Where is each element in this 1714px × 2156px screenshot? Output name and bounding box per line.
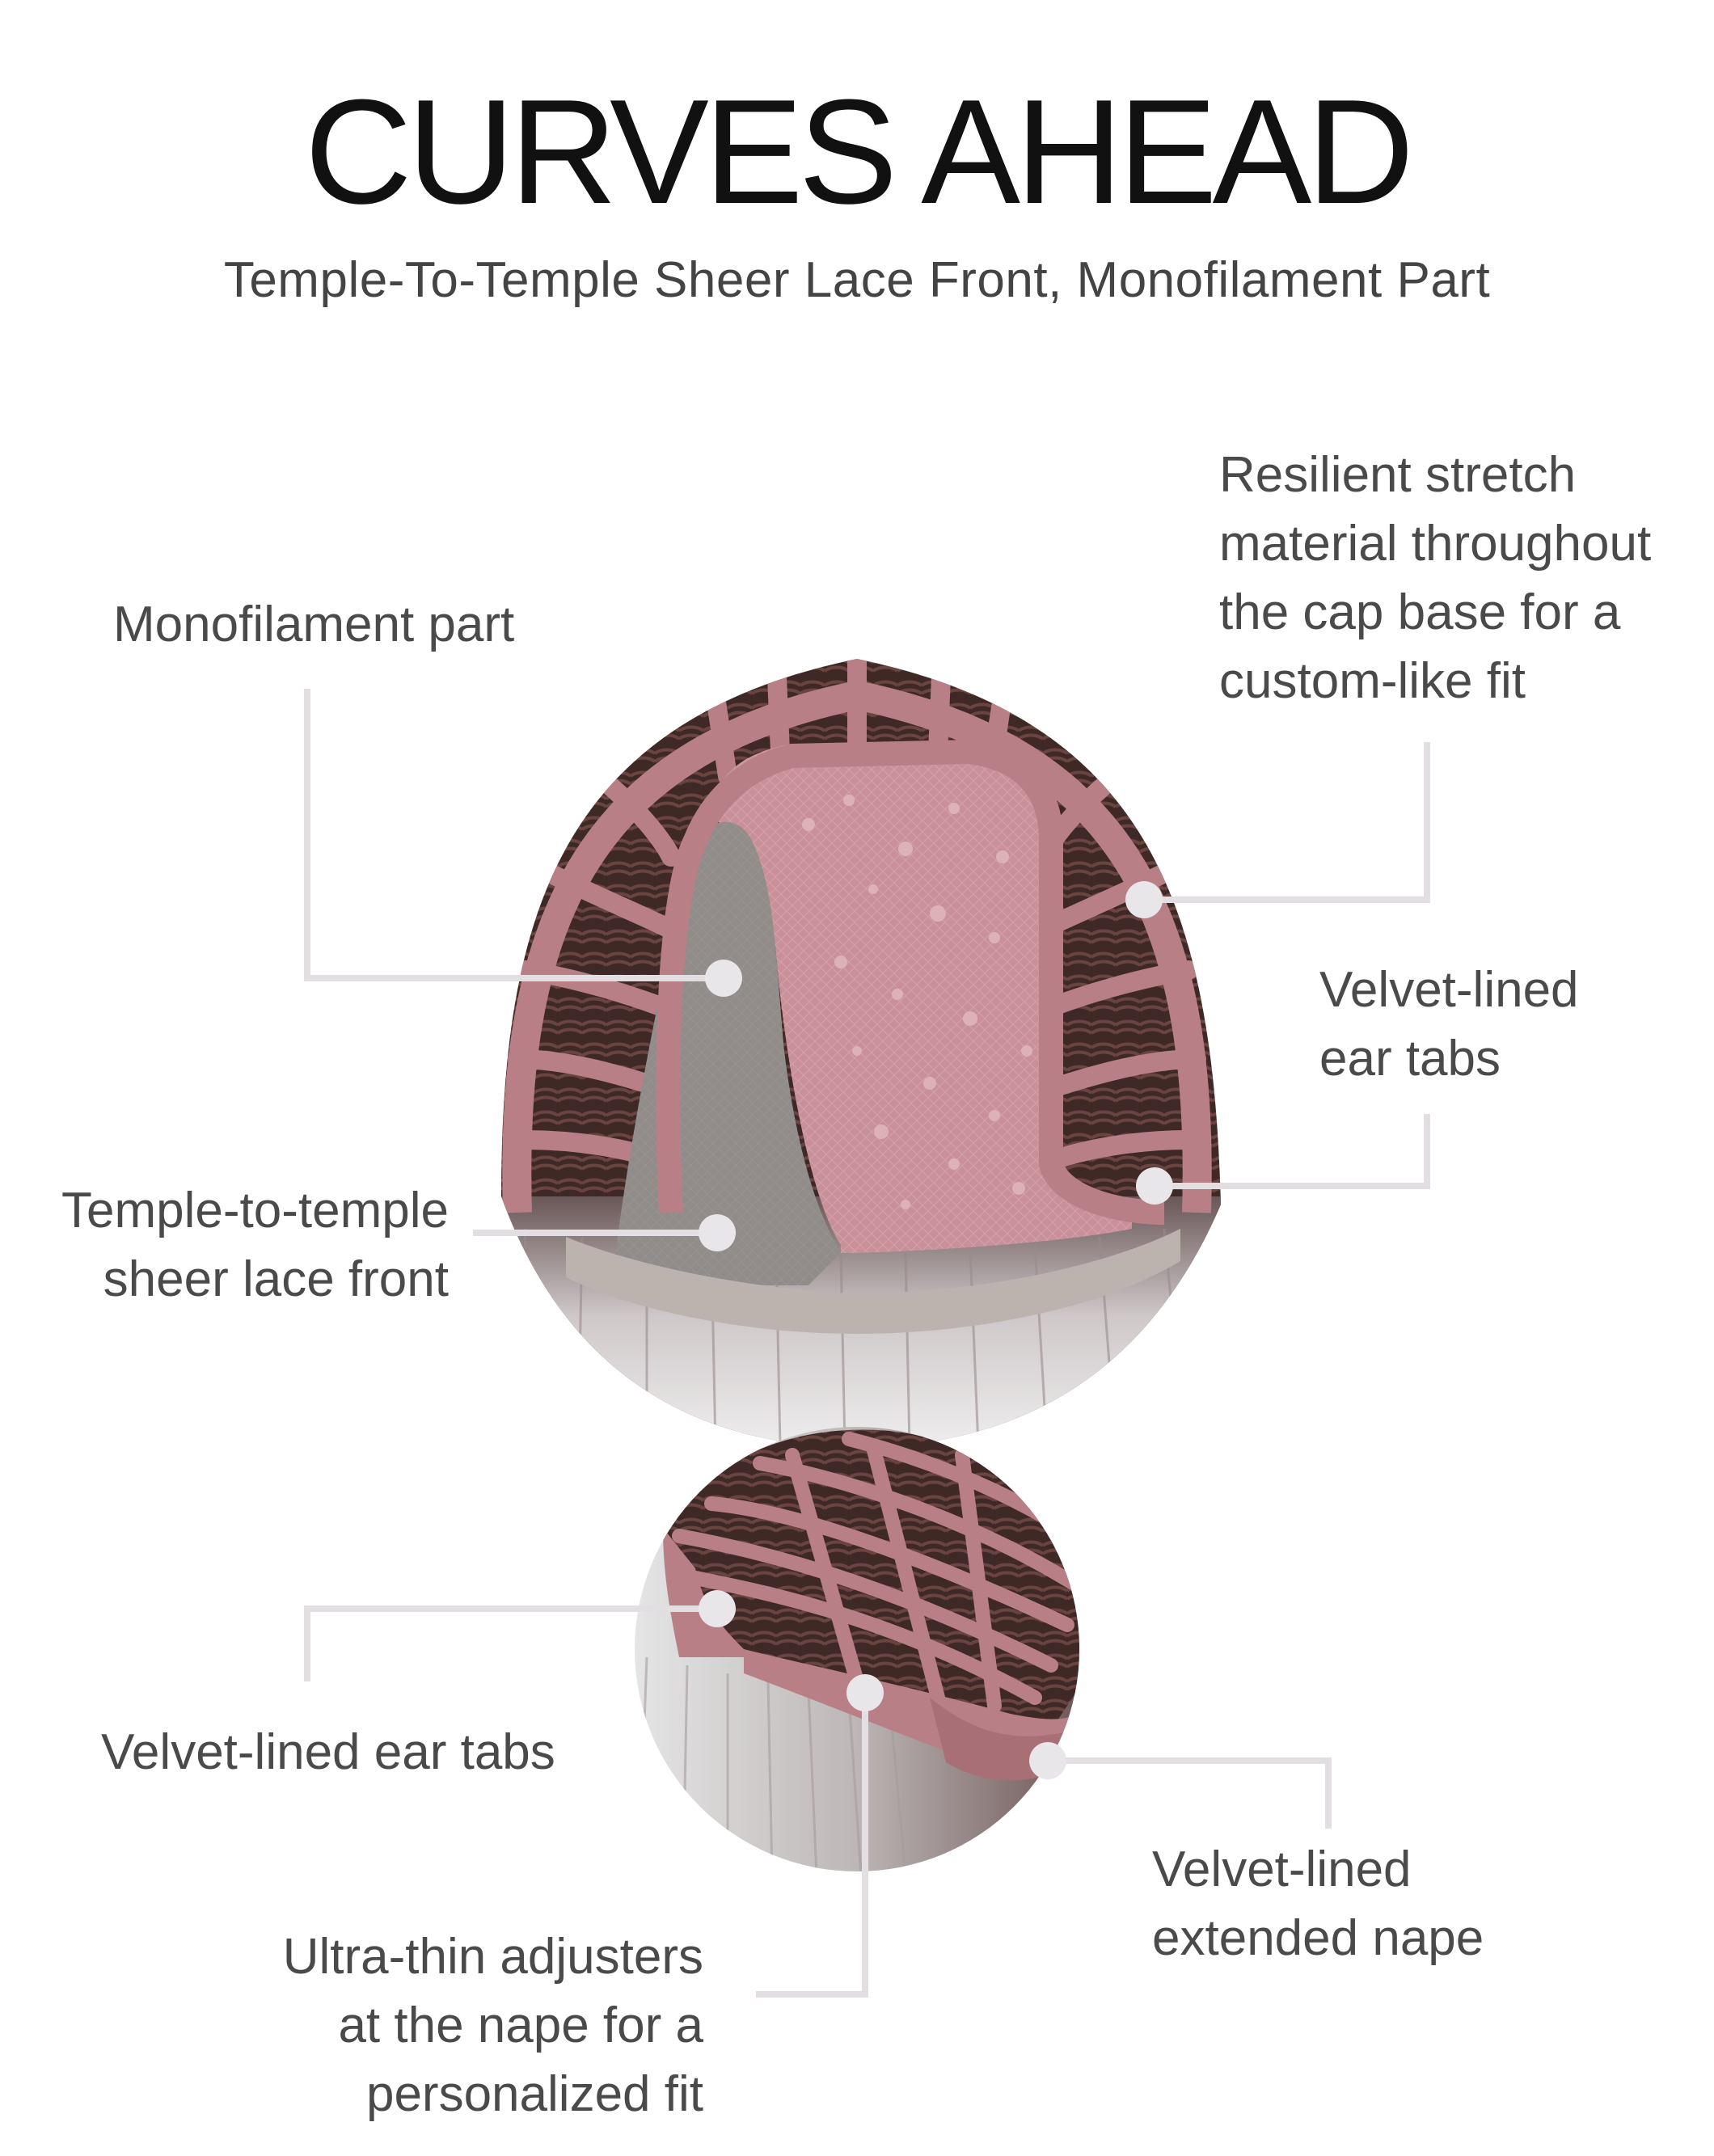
page-title: CURVES AHEAD [304,68,1414,234]
callout-line: extended nape [1152,1910,1484,1966]
callout-resilient-stretch: Resilient stretch material throughout th… [1219,441,1651,715]
bottom-wig-cap [635,1427,1079,1871]
leader-line-adjusters [756,1693,868,1998]
callout-line: Velvet-lined ear tabs [101,1724,555,1780]
marker-dots [699,881,1173,1779]
callout-adjusters: Ultra-thin adjusters at the nape for a p… [146,1922,703,2129]
top-wig-cap [501,659,1221,1447]
leader-line-resilient [1144,742,1430,903]
callout-temple-lace-front: Temple-to-temple sheer lace front [32,1176,449,1314]
callout-line: custom-like fit [1219,653,1526,709]
callout-line: Ultra-thin adjusters [282,1929,703,1985]
marker-dot-nape [1029,1742,1066,1779]
marker-dot-velvet-top [1136,1167,1173,1205]
leader-line-velvet-top [1155,1114,1430,1189]
callout-line: the cap base for a [1219,584,1621,640]
callout-line: Resilient stretch [1219,447,1577,503]
leader-line-monofilament [304,689,724,981]
marker-dot-resilient [1125,881,1163,918]
callout-line: personalized fit [365,2066,703,2122]
callout-line: Velvet-lined [1152,1842,1412,1897]
callout-velvet-ear-tabs-top: Velvet-lined ear tabs [1319,956,1579,1093]
leader-lines [304,689,1430,1998]
marker-dot-monofilament [705,960,742,997]
callout-line: Temple-to-temple [61,1183,449,1238]
callout-line: ear tabs [1319,1031,1501,1086]
leader-line-nape [1048,1757,1332,1829]
callout-line: sheer lace front [103,1251,449,1307]
marker-dot-velvet-bottom [699,1590,736,1627]
callout-line: Monofilament part [113,597,515,652]
callout-line: at the nape for a [338,1998,703,2053]
callout-velvet-ear-tabs-bottom: Velvet-lined ear tabs [101,1718,555,1787]
callout-line: material throughout [1219,516,1652,572]
marker-dot-adjusters [846,1674,884,1711]
callout-monofilament-part: Monofilament part [113,590,514,659]
callout-velvet-nape: Velvet-lined extended nape [1152,1835,1484,1972]
callout-line: Velvet-lined [1319,962,1579,1018]
leader-line-velvet-bottom [304,1605,717,1681]
marker-dot-lace-front [699,1214,736,1251]
page-subtitle: Temple-To-Temple Sheer Lace Front, Monof… [223,252,1491,308]
